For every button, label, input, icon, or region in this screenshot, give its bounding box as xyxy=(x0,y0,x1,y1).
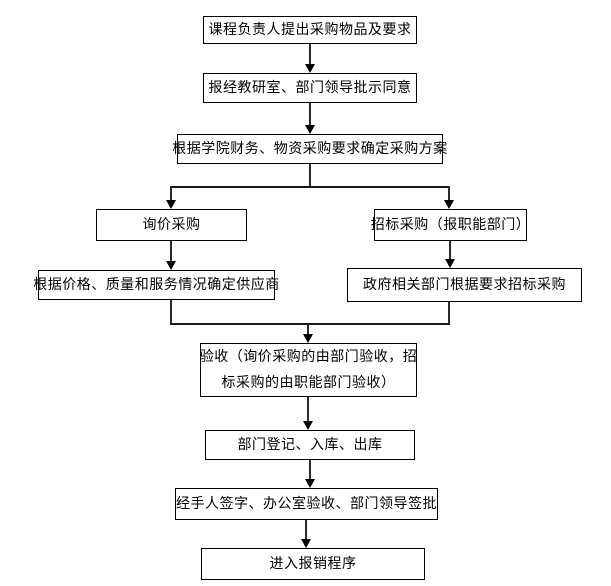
arrowhead-down-icon xyxy=(166,261,176,270)
node-plan-label: 根据学院财务、物资采购要求确定采购方案 xyxy=(172,140,448,157)
connector-propose-approve xyxy=(309,44,311,65)
node-gov-tender: 政府相关部门根据要求招标采购 xyxy=(347,268,582,302)
connector-approve-plan xyxy=(309,103,311,125)
node-inquiry-label: 询价采购 xyxy=(142,216,201,233)
connector-split-bar xyxy=(170,186,450,188)
node-approve: 报经教研室、部门领导批示同意 xyxy=(203,73,417,103)
arrowhead-down-icon xyxy=(305,125,315,134)
connector-inquiry-supplier xyxy=(170,241,172,261)
connector-split-tender xyxy=(448,186,450,200)
connector-acceptance-register xyxy=(307,397,309,421)
connector-plan-split xyxy=(309,164,311,187)
node-acceptance-label-line1: 验收（询价采购的由部门验收，招 xyxy=(199,349,418,365)
connector-register-sign xyxy=(309,460,311,479)
node-register-label: 部门登记、入库、出库 xyxy=(237,436,383,453)
connector-merge-bar xyxy=(170,323,450,325)
node-reimburse-label: 进入报销程序 xyxy=(269,555,357,572)
node-inquiry: 询价采购 xyxy=(96,209,247,241)
node-sign: 经手人签字、办公室验收、部门领导签批 xyxy=(175,488,438,520)
node-reimburse: 进入报销程序 xyxy=(201,548,425,580)
node-acceptance-label-line2: 标采购的由职能部门验收） xyxy=(221,375,396,391)
arrowhead-down-icon xyxy=(303,334,313,343)
arrowhead-down-icon xyxy=(305,479,315,488)
connector-govtender-merge xyxy=(448,302,450,325)
node-acceptance: 验收（询价采购的由部门验收，招 标采购的由职能部门验收） xyxy=(200,343,417,397)
node-gov-tender-label: 政府相关部门根据要求招标采购 xyxy=(363,276,566,293)
connector-sign-reimburse xyxy=(305,520,307,539)
node-plan: 根据学院财务、物资采购要求确定采购方案 xyxy=(172,134,447,164)
connector-split-inquiry xyxy=(170,186,172,200)
node-supplier-label: 根据价格、质量和服务情况确定供应商 xyxy=(33,276,280,293)
node-supplier: 根据价格、质量和服务情况确定供应商 xyxy=(33,270,279,300)
node-tender-label: 招标采购（报职能部门） xyxy=(370,216,531,233)
arrowhead-down-icon xyxy=(445,259,455,268)
connector-merge-acceptance xyxy=(307,325,309,334)
arrowhead-down-icon xyxy=(444,200,454,209)
node-approve-label: 报经教研室、部门领导批示同意 xyxy=(208,79,412,96)
node-propose: 课程负责人提出采购物品及要求 xyxy=(203,16,417,44)
node-sign-label: 经手人签字、办公室验收、部门领导签批 xyxy=(176,495,437,512)
arrowhead-down-icon xyxy=(301,539,311,548)
node-register: 部门登记、入库、出库 xyxy=(205,430,415,460)
arrowhead-down-icon xyxy=(303,421,313,430)
node-propose-label: 课程负责人提出采购物品及要求 xyxy=(208,21,412,38)
connector-supplier-merge xyxy=(170,300,172,325)
arrowhead-down-icon xyxy=(166,200,176,209)
arrowhead-down-icon xyxy=(305,64,315,73)
connector-tender-govtender xyxy=(449,241,451,259)
node-tender: 招标采购（报职能部门） xyxy=(371,209,530,241)
